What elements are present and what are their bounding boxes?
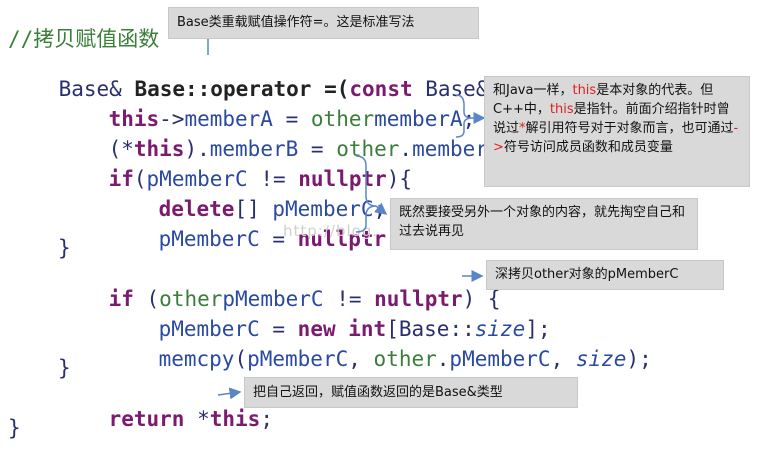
token: return	[108, 407, 185, 431]
token: .	[436, 347, 450, 371]
token: ).	[184, 137, 210, 161]
token: (	[133, 167, 147, 191]
code-line-3: (*this).memberB = other.memberB;	[58, 118, 514, 181]
token: ,	[348, 347, 374, 371]
note-highlight: this	[572, 83, 597, 98]
token: (*	[108, 137, 134, 161]
token: size	[474, 317, 526, 341]
token: ];	[525, 317, 551, 341]
token: memcpy	[158, 347, 235, 371]
token: ;	[260, 407, 273, 431]
token: ::	[449, 317, 475, 341]
note-deep-copy: 深拷贝other对象的pMemberC	[486, 260, 724, 290]
token: Base&	[412, 77, 502, 101]
note-this-pointer: 和Java一样，this是本对象的代表。但C++中，this是指针。前面介绍指针…	[484, 76, 750, 187]
code-comment: //拷贝赋值函数	[8, 27, 160, 51]
token: int	[348, 317, 387, 341]
token: other	[336, 137, 400, 161]
token: pMemberC	[158, 227, 260, 251]
code-line-4: if(pMemberC != nullptr){	[58, 148, 413, 211]
token: pMemberC	[247, 347, 349, 371]
token: *	[184, 407, 210, 431]
code-line-11: }	[58, 356, 71, 380]
token: other	[159, 287, 223, 311]
watermark: http://blog.	[283, 222, 379, 240]
token: =(	[311, 77, 350, 101]
token: (	[133, 287, 160, 311]
brace-members	[455, 94, 473, 138]
token: memberB	[209, 137, 299, 161]
note-text: 符号访问成员函数和成员变量	[503, 140, 673, 155]
token: nullptr	[297, 227, 387, 251]
token: memberA	[374, 107, 463, 131]
token: .	[399, 137, 413, 161]
token: =	[259, 317, 298, 341]
note-text: 是本对象的代表。但C++中，	[493, 83, 714, 117]
token: pMemberC	[449, 347, 551, 371]
code-line-9: pMemberC = new int[Base::size];	[108, 298, 551, 361]
note-standard-form: Base类重载赋值操作符=。这是标准写法	[168, 7, 479, 39]
token: this	[133, 137, 185, 161]
token: memberB	[412, 137, 501, 161]
note-highlight: ->	[493, 121, 739, 155]
code-line-12: return *this;	[58, 388, 273, 451]
token: this	[209, 407, 261, 431]
token: pMemberC	[222, 287, 324, 311]
note-text: 和Java一样，	[493, 83, 573, 98]
code-line-7: }	[58, 236, 71, 260]
token: ){	[386, 167, 413, 191]
token: ->	[159, 107, 185, 131]
note-clear-self: 既然要接受另外一个对象的内容，就先掏空自己和过去说再见	[390, 198, 698, 250]
token: (	[234, 347, 248, 371]
token: pMemberC	[146, 167, 248, 191]
brace-nullcheck	[355, 155, 377, 233]
note-highlight: this	[549, 102, 574, 117]
token: delete	[158, 197, 235, 221]
token: =	[272, 107, 311, 131]
code-line-6: pMemberC = nullptr;	[108, 208, 399, 271]
note-text: 解引用符号对于对象而言，也可通过	[525, 121, 734, 136]
token: Base	[398, 317, 450, 341]
token: Base&	[58, 77, 135, 101]
note-highlight: *	[519, 121, 526, 136]
token: other	[373, 347, 437, 371]
token: !=	[247, 167, 299, 191]
token: memberA	[184, 107, 273, 131]
code-line-13: }	[8, 416, 21, 440]
note-return-self: 把自己返回，赋值函数返回的是Base&类型	[244, 377, 578, 408]
token: [	[386, 317, 399, 341]
token: this	[108, 107, 160, 131]
connector-line	[217, 387, 242, 400]
connector-line	[374, 202, 388, 215]
token: pMemberC	[158, 317, 260, 341]
code-line-8: if (otherpMemberC != nullptr) {	[58, 268, 501, 331]
token: =	[298, 137, 337, 161]
token: );	[626, 347, 652, 371]
token: ,	[550, 347, 576, 371]
token: nullptr	[298, 167, 387, 191]
code-line-2: this->memberA = othermemberA;	[58, 88, 476, 151]
token: size	[575, 347, 627, 371]
token: !=	[323, 287, 375, 311]
token: if	[108, 167, 134, 191]
token: ) {	[462, 287, 501, 311]
note-text: 是指针。前面介绍指针时曾说过	[493, 102, 730, 136]
code-line-10: memcpy(pMemberC, other.pMemberC, size);	[108, 328, 652, 391]
code-line-5: delete[] pMemberC;	[108, 178, 387, 241]
token: []	[234, 197, 273, 221]
token: pMemberC	[272, 197, 374, 221]
token: const	[349, 77, 413, 101]
token: if	[108, 287, 134, 311]
token: other	[310, 107, 375, 131]
token: Base::operator	[134, 77, 312, 101]
token: =	[259, 227, 298, 251]
token: nullptr	[374, 287, 463, 311]
token: new	[297, 317, 336, 341]
